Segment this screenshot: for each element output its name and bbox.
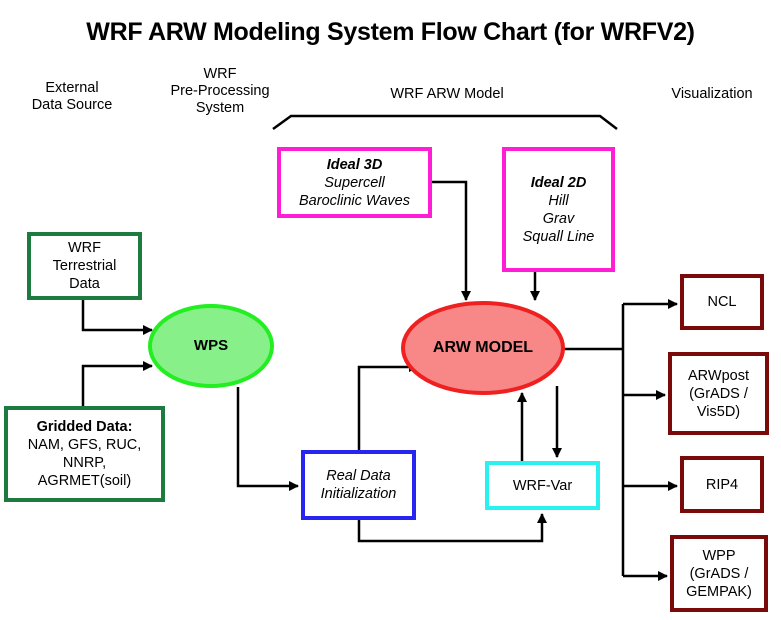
node-text: NAM, GFS, RUC, xyxy=(27,437,142,453)
node-heading: Ideal 3D xyxy=(326,156,383,173)
node-ideal-3d[interactable]: Ideal 3D Supercell Baroclinic Waves xyxy=(277,147,432,218)
node-text: WPP xyxy=(702,547,736,564)
arw-model-label: ARW MODEL xyxy=(432,339,534,356)
node-text: AGRMET(soil) xyxy=(37,473,132,489)
node-text: Grav xyxy=(542,210,575,227)
wps-label: WPS xyxy=(193,337,229,354)
wps-ellipse[interactable] xyxy=(148,304,274,388)
edge-realdata-arw xyxy=(357,362,419,450)
node-text: Terrestrial xyxy=(52,258,117,274)
node-heading: Gridded Data: xyxy=(36,419,133,435)
node-text: GEMPAK) xyxy=(686,583,752,600)
node-terrestrial-data[interactable]: WRF Terrestrial Data xyxy=(27,232,142,300)
column-header-model: WRF ARW Model xyxy=(390,86,504,102)
edge-terrestrial-wps xyxy=(81,300,153,335)
column-header-visualization: Visualization xyxy=(671,86,753,102)
node-text: ARWpost xyxy=(688,367,749,384)
column-header-line: External xyxy=(45,80,99,96)
node-text: Vis5D) xyxy=(696,403,741,420)
column-header-line: Data Source xyxy=(31,97,113,113)
node-text: RIP4 xyxy=(705,476,739,493)
node-arwpost[interactable]: ARWpost (GrADS / Vis5D) xyxy=(668,352,769,435)
node-text: (GrADS / xyxy=(689,385,748,402)
column-header-external: External Data Source xyxy=(12,80,132,114)
node-text: Baroclinic Waves xyxy=(299,192,410,209)
node-heading: Ideal 2D xyxy=(530,174,587,191)
node-rip4[interactable]: RIP4 xyxy=(680,456,764,513)
node-text: Data xyxy=(69,276,100,292)
arw-model-ellipse[interactable] xyxy=(401,301,565,395)
edge-realdata-wrfvar xyxy=(357,513,547,543)
node-text: Squall Line xyxy=(522,228,595,245)
diagram-title: WRF ARW Modeling System Flow Chart (for … xyxy=(86,18,695,46)
column-header-line: WRF xyxy=(203,66,237,82)
node-text: Hill xyxy=(548,192,569,209)
node-wpp[interactable]: WPP (GrADS / GEMPAK) xyxy=(670,535,768,612)
node-text: (GrADS / xyxy=(689,565,749,582)
edge-gridded-wps xyxy=(81,361,153,406)
edge-ideal3d-arw xyxy=(432,180,471,301)
column-header-preprocessing: WRF Pre-Processing System xyxy=(150,66,290,117)
node-wrf-var[interactable]: WRF-Var xyxy=(485,461,600,510)
node-text: Initialization xyxy=(320,486,397,502)
node-ncl[interactable]: NCL xyxy=(680,274,764,330)
node-ideal-2d[interactable]: Ideal 2D Hill Grav Squall Line xyxy=(502,147,615,272)
column-header-line: System xyxy=(195,100,245,116)
node-text: WRF-Var xyxy=(512,477,573,494)
node-text: WRF xyxy=(67,240,101,256)
node-gridded-data[interactable]: Gridded Data: NAM, GFS, RUC, NNRP, AGRME… xyxy=(4,406,165,502)
edge-wps-realdata xyxy=(236,387,299,491)
node-text: NCL xyxy=(707,294,737,310)
model-bracket xyxy=(272,114,618,131)
node-real-data-initialization[interactable]: Real Data Initialization xyxy=(301,450,416,520)
column-header-line: Pre-Processing xyxy=(170,83,270,99)
node-text: Real Data xyxy=(326,468,391,484)
node-text: NNRP, xyxy=(62,455,107,471)
node-text: Supercell xyxy=(324,174,385,191)
